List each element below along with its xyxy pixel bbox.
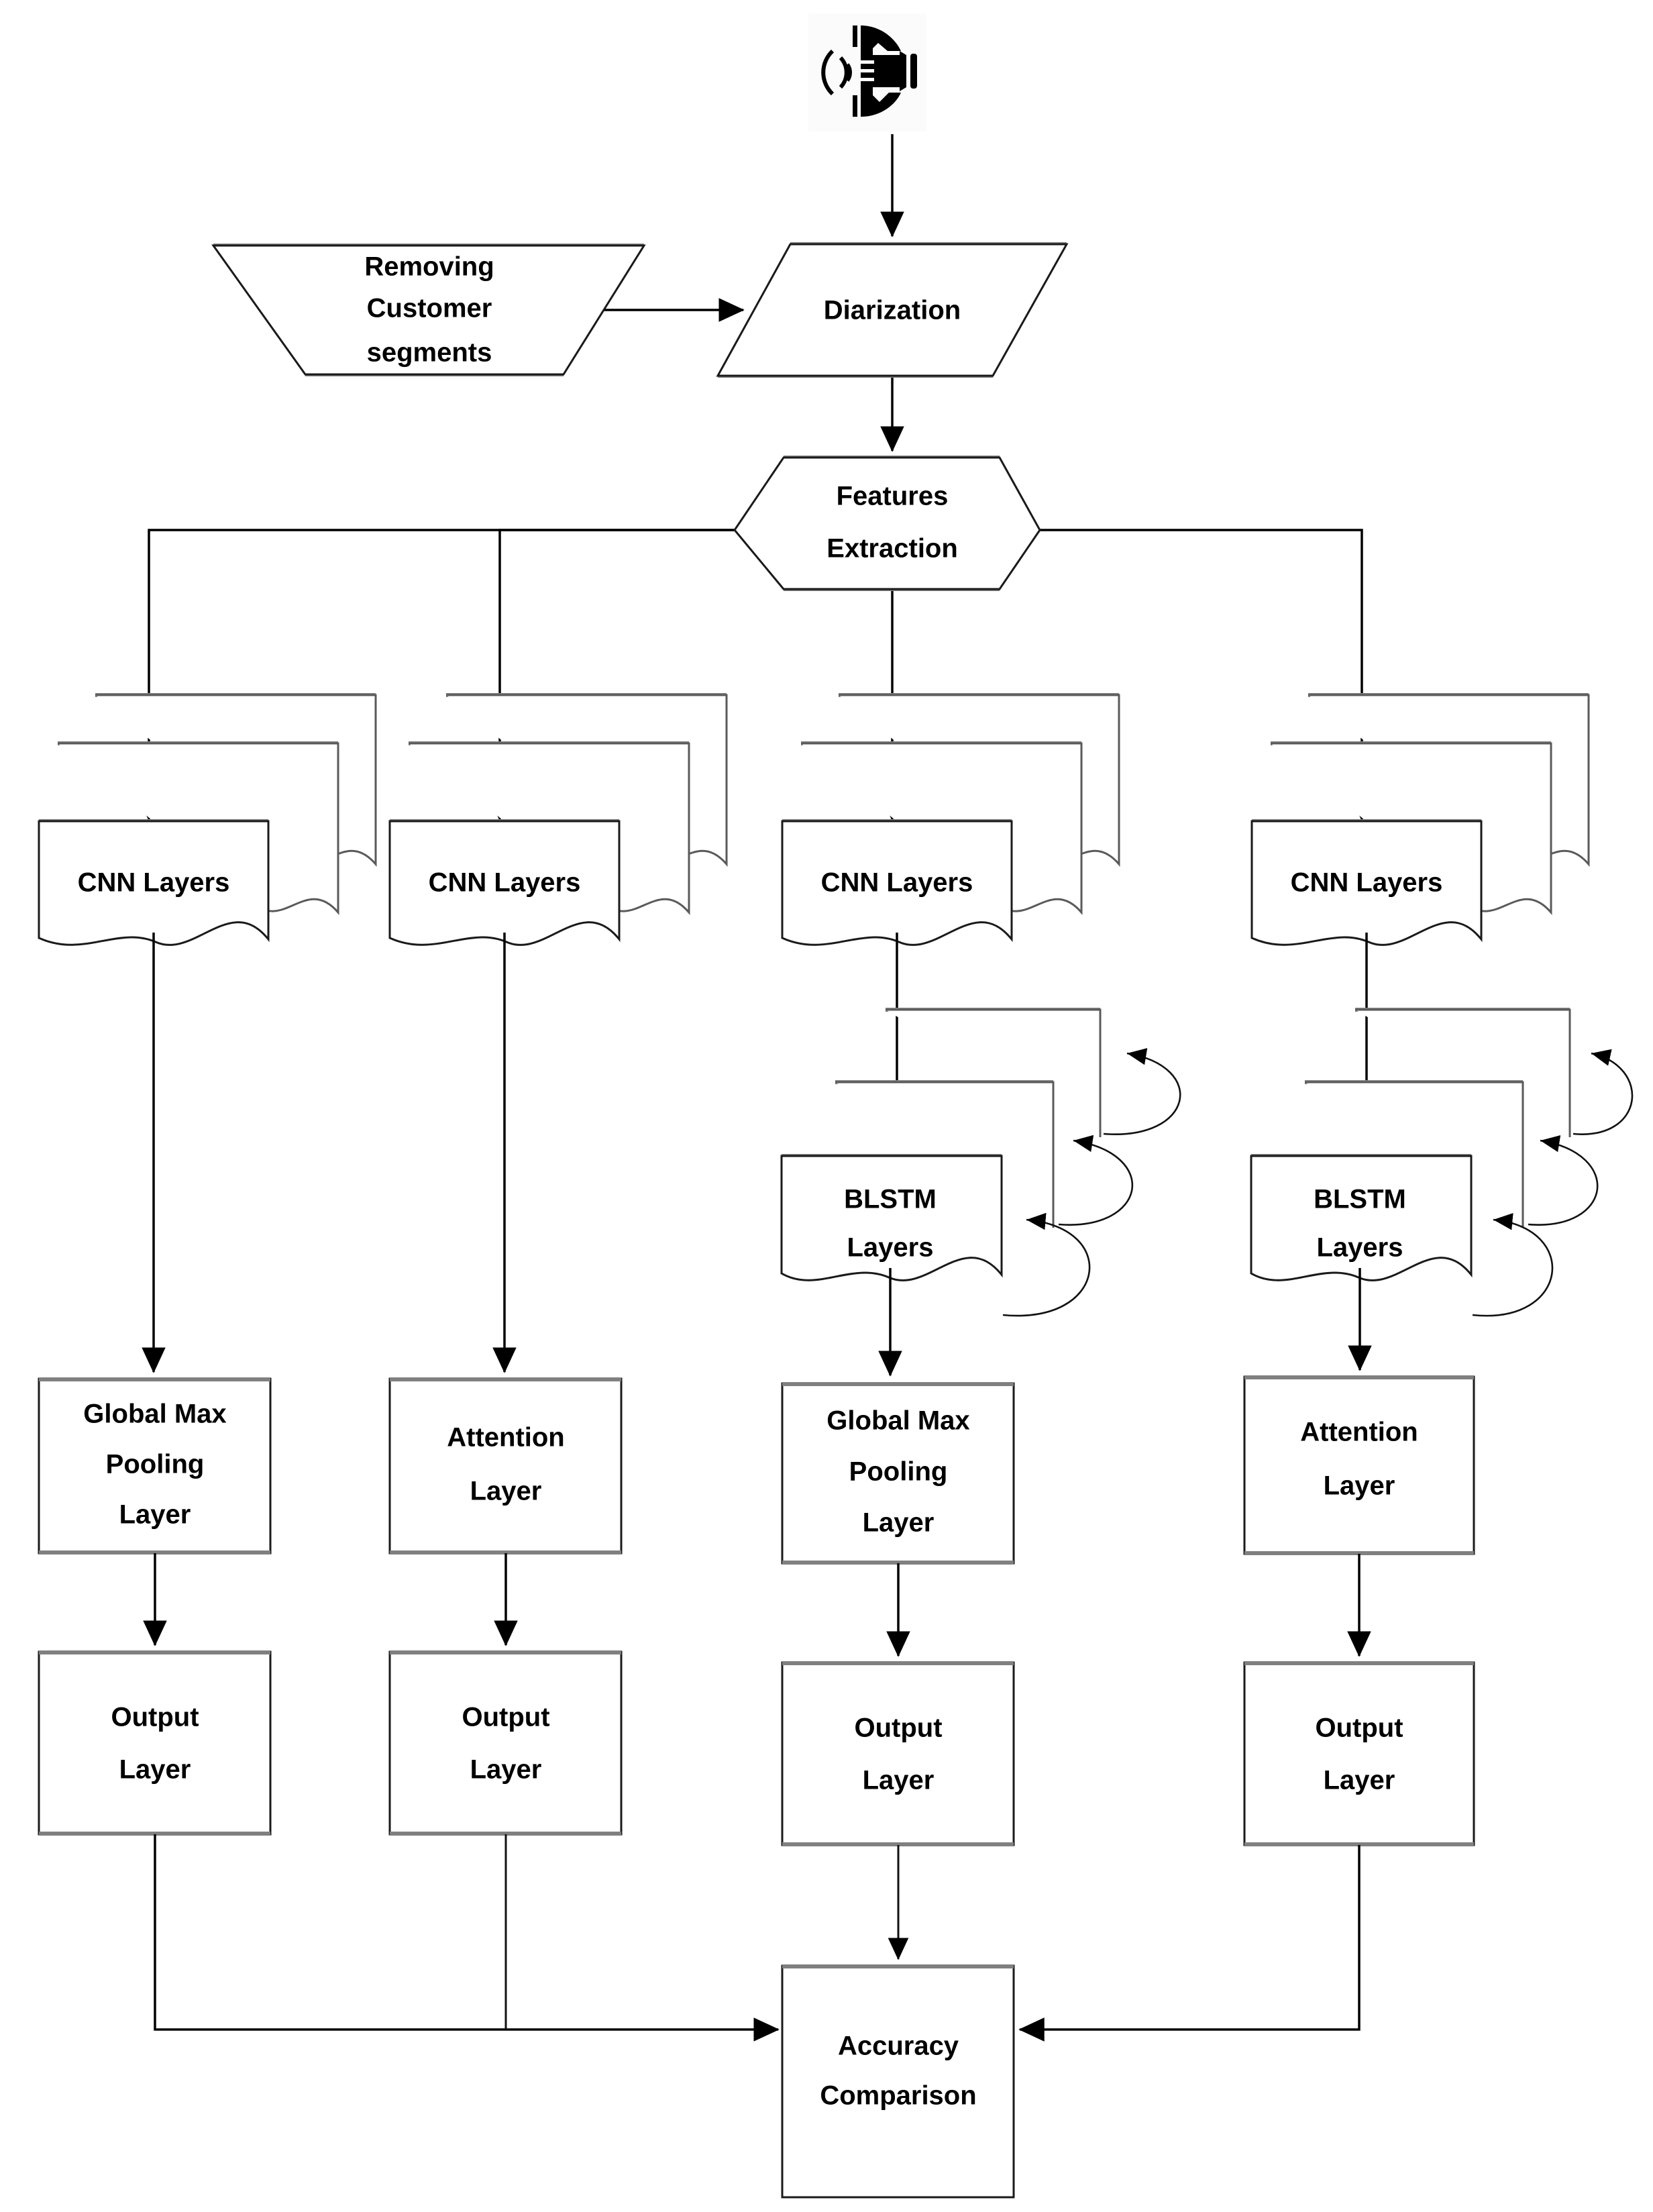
blstm-4-label-line1: BLSTM [1314, 1185, 1406, 1214]
output-4-label-line1: Output [1315, 1714, 1403, 1743]
recurrent-loops-blstm-3 [1002, 1048, 1181, 1317]
recurrent-loops-blstm-4 [1472, 1049, 1634, 1317]
node-blstm-layers-4[interactable]: BLSTM Layers [1250, 1008, 1571, 1281]
node-cnn-layers-2[interactable]: CNN Layers [388, 693, 728, 946]
attention-4-label-line1: Attention [1300, 1418, 1418, 1447]
attention-2-label-line1: Attention [447, 1423, 565, 1453]
output-1-label-line2: Layer [119, 1755, 191, 1785]
diarization-label: Diarization [824, 296, 961, 325]
accuracy-comparison-label-line1: Accuracy [838, 2032, 959, 2061]
node-cnn-layers-1[interactable]: CNN Layers [38, 693, 377, 946]
edge-output4-to-accuracy [1018, 1845, 1361, 2042]
node-output-layer-1[interactable]: Output Layer [38, 1650, 272, 1836]
edge-output1-to-accuracy [154, 1834, 780, 2042]
attention-2-label-line2: Layer [470, 1477, 542, 1506]
features-extraction-label-line1: Features [837, 482, 949, 511]
cnn-layers-4-label: CNN Layers [1291, 868, 1443, 898]
speech-audio-icon [808, 13, 926, 131]
gmp-1-label-line2: Pooling [106, 1450, 205, 1479]
cnn-layers-2-label: CNN Layers [429, 868, 581, 898]
node-accuracy-comparison[interactable]: Accuracy Comparison [781, 1964, 1015, 2199]
cnn-layers-1-label: CNN Layers [78, 868, 230, 898]
removing-label-line2: Customer [367, 294, 492, 323]
output-4-label-line2: Layer [1324, 1766, 1395, 1795]
output-3-label-line1: Output [854, 1714, 942, 1743]
node-blstm-layers-3[interactable]: BLSTM Layers [780, 1008, 1102, 1281]
node-global-max-pooling-3[interactable]: Global Max Pooling Layer [781, 1382, 1015, 1565]
gmp-3-label-line3: Layer [863, 1508, 935, 1538]
gmp-3-label-line2: Pooling [849, 1457, 948, 1487]
gmp-3-label-line1: Global Max [826, 1406, 969, 1436]
gmp-1-label-line1: Global Max [83, 1400, 226, 1429]
accuracy-comparison-label-line2: Comparison [820, 2081, 976, 2111]
node-cnn-layers-3[interactable]: CNN Layers [781, 693, 1120, 946]
blstm-4-label-line2: Layers [1317, 1233, 1403, 1263]
node-global-max-pooling-1[interactable]: Global Max Pooling Layer [38, 1377, 272, 1555]
node-attention-layer-2[interactable]: Attention Layer [388, 1377, 623, 1555]
edge-features-branch-bus [148, 529, 1363, 721]
removing-label-line3: segments [367, 338, 492, 368]
output-1-label-line1: Output [111, 1703, 199, 1732]
node-output-layer-4[interactable]: Output Layer [1243, 1661, 1475, 1846]
blstm-3-label-line1: BLSTM [844, 1185, 937, 1214]
node-cnn-layers-4[interactable]: CNN Layers [1250, 693, 1590, 946]
output-2-label-line2: Layer [470, 1755, 542, 1785]
features-extraction-label-line2: Extraction [826, 534, 958, 564]
output-3-label-line2: Layer [863, 1766, 935, 1795]
output-2-label-line1: Output [462, 1703, 549, 1732]
node-features-extraction[interactable]: Features Extraction [733, 456, 1041, 591]
blstm-3-label-line2: Layers [847, 1233, 934, 1263]
cnn-layers-3-label: CNN Layers [821, 868, 973, 898]
node-attention-layer-4[interactable]: Attention Layer [1243, 1375, 1475, 1555]
node-output-layer-3[interactable]: Output Layer [781, 1661, 1015, 1846]
removing-label-line1: Removing [364, 252, 494, 282]
attention-4-label-line2: Layer [1324, 1471, 1395, 1501]
node-output-layer-2[interactable]: Output Layer [388, 1650, 623, 1836]
node-diarization[interactable]: Diarization [716, 242, 1069, 378]
gmp-1-label-line3: Layer [119, 1500, 191, 1530]
node-removing-customer-segments[interactable]: Removing Customer segments [211, 244, 646, 376]
